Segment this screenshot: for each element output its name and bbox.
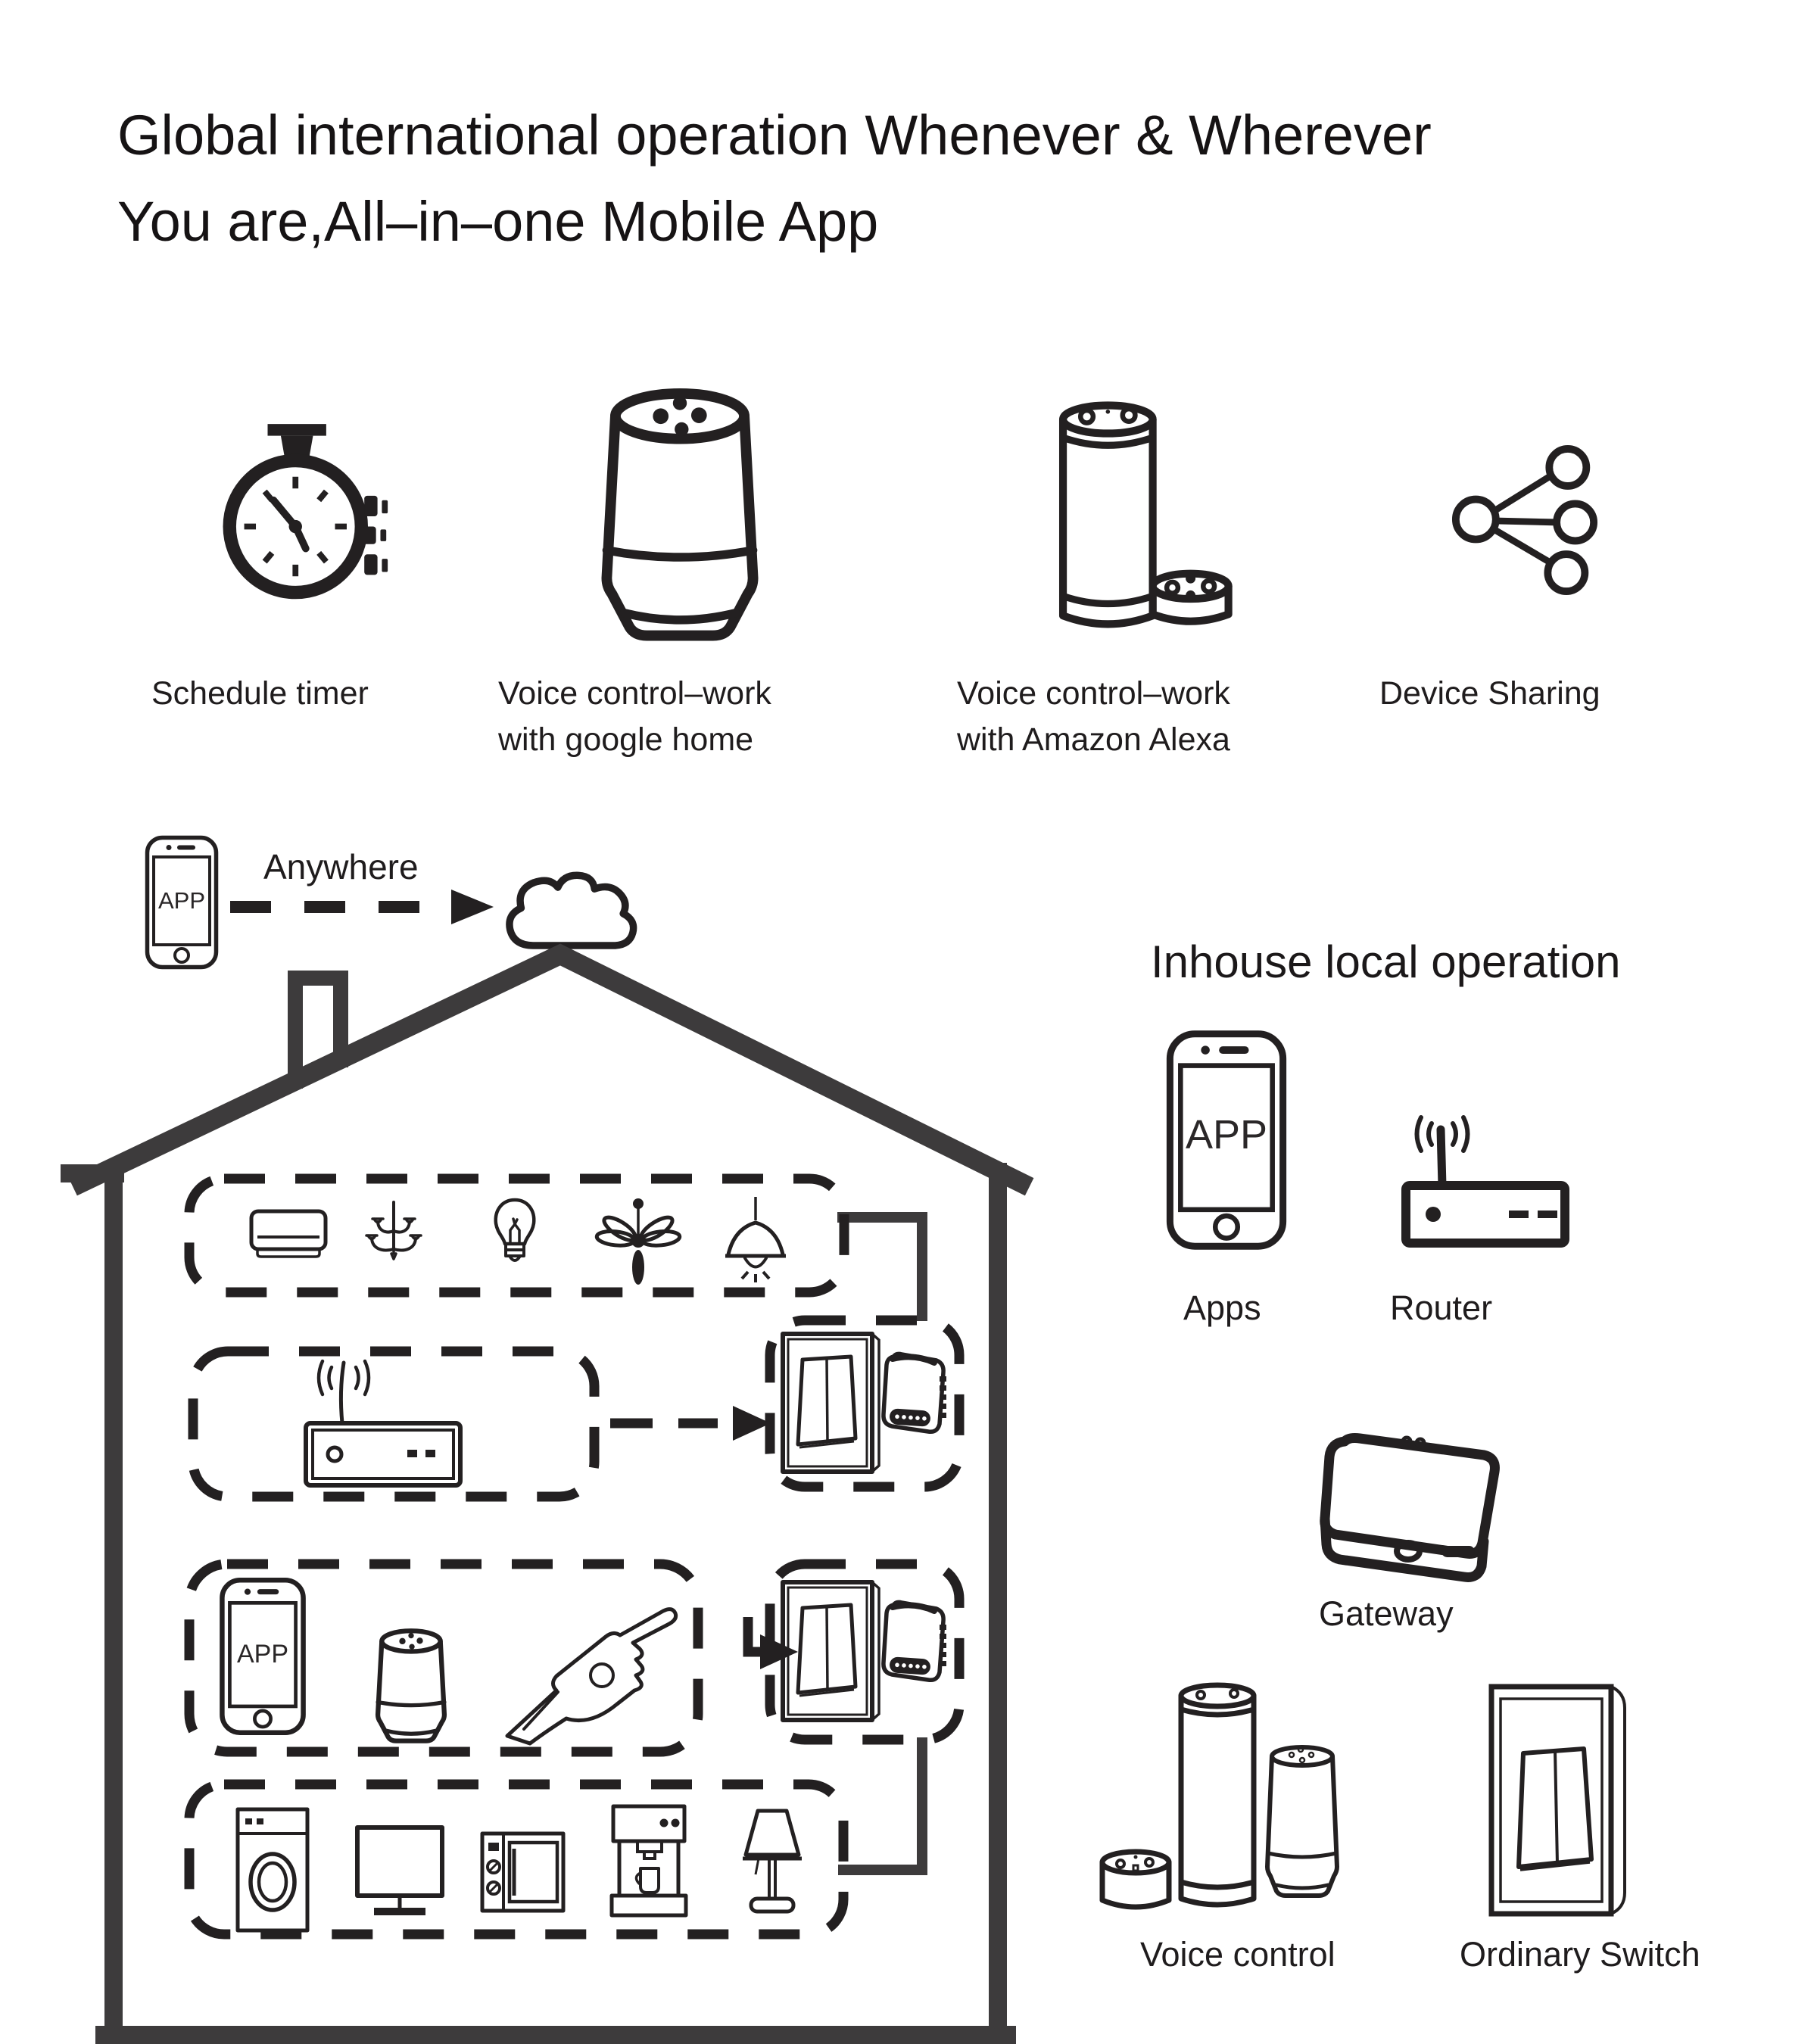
ordinary-switch-label: Ordinary Switch [1460, 1935, 1700, 1974]
house-phone-icon [220, 1578, 306, 1735]
walls [61, 1163, 1016, 2044]
shake-marks [363, 495, 388, 575]
washing-machine-icon [235, 1807, 310, 1933]
chandelier-icon [365, 1201, 422, 1260]
control-group-box [184, 1559, 703, 1757]
switch-module-box-2 [765, 1559, 965, 1745]
voice-control-icon [1099, 1682, 1339, 1910]
voice-control-label: Voice control [1140, 1935, 1335, 1974]
roof [68, 943, 1034, 1196]
control-to-switch-arrow [743, 1617, 798, 1669]
table-lamp-icon [743, 1809, 802, 1914]
house-speaker-icon [375, 1628, 447, 1743]
amazon-alexa-icon [1058, 401, 1233, 628]
router-group-box [188, 1346, 600, 1502]
apps-label: Apps [1183, 1288, 1261, 1327]
lights-group-box [184, 1173, 849, 1298]
schedule-timer-icon [223, 424, 388, 600]
anywhere-label: Anywhere [263, 847, 419, 886]
air-conditioner-icon [249, 1209, 328, 1258]
inhouse-title: Inhouse local operation [1151, 936, 1621, 987]
gateway-icon [1320, 1433, 1500, 1582]
house-router-icon [304, 1359, 463, 1488]
page-title: Global international operation Whenever … [117, 92, 1798, 265]
house-diagram [61, 943, 1034, 2044]
local-router-icon [1401, 1115, 1569, 1248]
pendant-lamp-icon [725, 1197, 786, 1282]
connector-lines [837, 1212, 927, 1875]
ceiling-fan-icon [594, 1198, 682, 1285]
google-home-icon [601, 388, 759, 641]
feature-label-schedule-timer: Schedule timer [151, 675, 369, 712]
microwave-icon [480, 1831, 566, 1913]
coffee-machine-icon [609, 1804, 688, 1918]
page-title-line1: Global international operation Whenever … [117, 104, 1432, 167]
cloud-icon [506, 871, 637, 949]
pointing-hand-icon [505, 1607, 678, 1746]
remote-phone-icon [145, 835, 219, 970]
gateway-label: Gateway [1319, 1594, 1454, 1633]
dashed-group-boxes [184, 1173, 965, 1940]
anywhere-arrow [230, 890, 494, 924]
remote-phone-app-label: APP [157, 887, 206, 914]
switch-module-box-1 [765, 1315, 965, 1492]
smart-switch-module-icon [781, 1580, 946, 1722]
apps-phone-icon [1166, 1030, 1287, 1250]
feature-label-device-sharing: Device Sharing [1379, 675, 1600, 712]
router-label: Router [1390, 1288, 1493, 1327]
apps-phone-app-label: APP [1185, 1112, 1268, 1158]
appliance-group-box [184, 1779, 849, 1940]
chimney [288, 971, 348, 1089]
house-phone-app-label: APP [236, 1640, 289, 1669]
router-to-switch-arrow [610, 1406, 771, 1441]
ordinary-switch-icon [1488, 1684, 1626, 1917]
tv-icon [355, 1825, 444, 1915]
device-sharing-icon [1451, 445, 1598, 595]
smart-switch-module-icon [781, 1332, 946, 1474]
light-bulb-icon [494, 1198, 536, 1262]
page-title-line2: You are,All–in–one Mobile App [117, 190, 879, 253]
